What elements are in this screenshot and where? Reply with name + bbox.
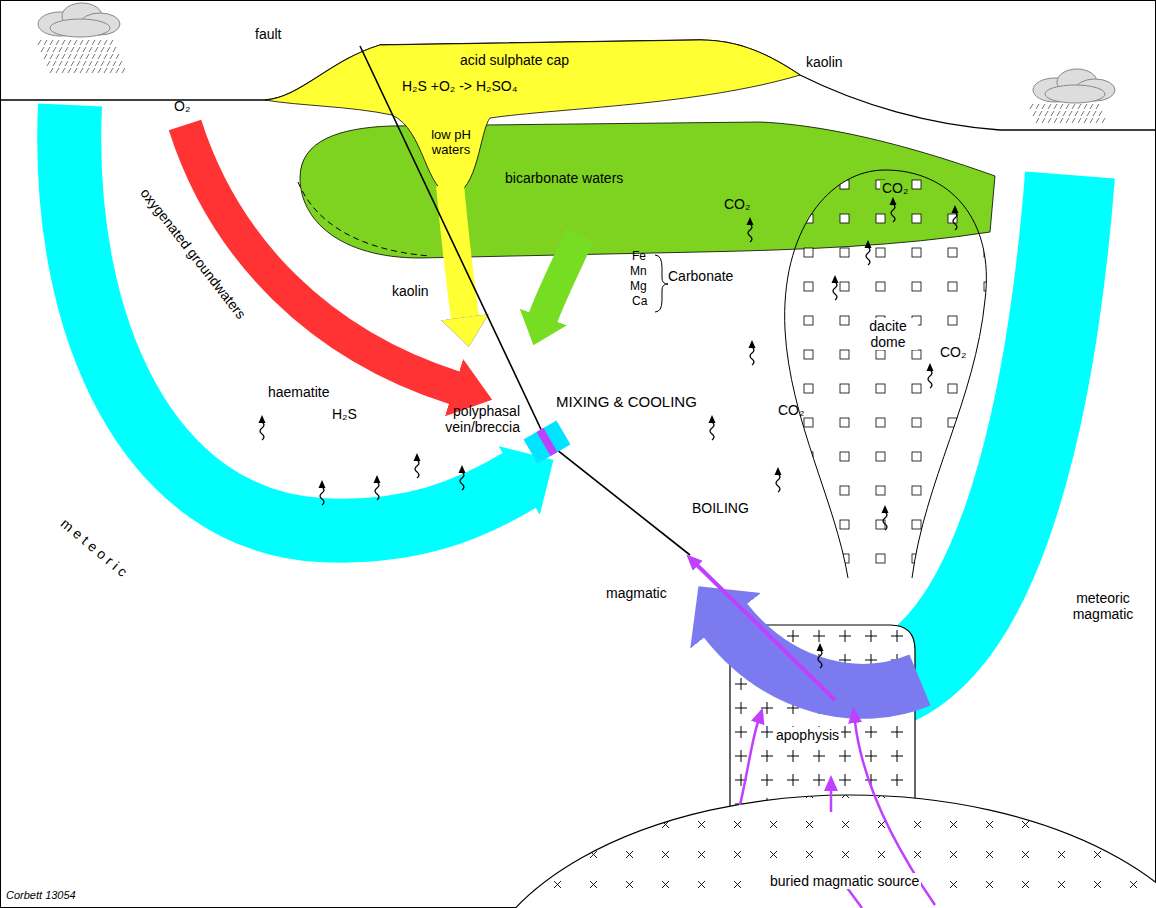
gas-arrowhead (259, 415, 266, 423)
annotation-label: BOILING (692, 500, 749, 516)
annotation-label: H₂S (332, 406, 357, 422)
gas-squiggle (375, 482, 379, 500)
annotation-label: Mn (630, 265, 647, 279)
gas-squiggle (750, 347, 754, 365)
annotation-label: fault (255, 26, 281, 42)
annotation-label: Ca (632, 295, 647, 309)
annotation-label: Carbonate (668, 268, 733, 284)
annotation-label: haematite (268, 384, 329, 400)
gas-arrowhead (374, 475, 381, 483)
annotation-label: kaolin (806, 54, 843, 70)
gas-arrowhead (414, 453, 421, 461)
gas-squiggle (710, 422, 714, 440)
region-label: H₂S +O₂ -> H₂SO₄ (402, 78, 517, 94)
gas-squiggle (415, 460, 419, 478)
region-label: bicarbonate waters (505, 170, 623, 186)
gas-squiggle (260, 422, 264, 440)
annotation-label: polyphasal vein/breccia (430, 403, 520, 435)
region-label: acid sulphate cap (460, 52, 569, 68)
gas-arrowhead (749, 340, 756, 348)
annotation-label: magmatic (606, 585, 667, 601)
annotation-label: CO₂ (880, 180, 910, 196)
gas-arrowhead (709, 415, 716, 423)
annotation-label: MIXING & COOLING (556, 393, 697, 410)
gas-arrowhead (775, 467, 782, 475)
dacite-dome: dacite domeCO₂ (772, 160, 1002, 585)
region-label: CO₂ (938, 344, 968, 360)
region-shape (460, 790, 1156, 908)
gas-squiggle (320, 487, 324, 505)
gas-arrowhead (319, 480, 326, 488)
annotation-label: Fe (632, 250, 646, 264)
region-label: dacite dome (858, 318, 918, 350)
region-shape (772, 160, 1002, 585)
annotation-label: kaolin (390, 283, 431, 299)
annotation-label: meteoric (58, 515, 134, 582)
annotation-label: Mg (630, 280, 647, 294)
region-label: low pH waters (421, 128, 481, 158)
annotation-label: meteoric magmatic (1062, 590, 1144, 622)
region-label: buried magmatic source (768, 873, 921, 889)
magmatic-source-body: buried magmatic source (460, 790, 1156, 908)
annotation-label: CO₂ (724, 196, 750, 212)
gas-squiggle (460, 472, 464, 490)
annotation-label: Corbett 13054 (6, 889, 76, 902)
annotation-label: O₂ (174, 98, 190, 114)
region-label: apophysis (774, 727, 841, 743)
gas-squiggle (776, 474, 780, 492)
annotation-label: CO₂ (778, 402, 804, 418)
gas-arrowhead (459, 465, 466, 473)
